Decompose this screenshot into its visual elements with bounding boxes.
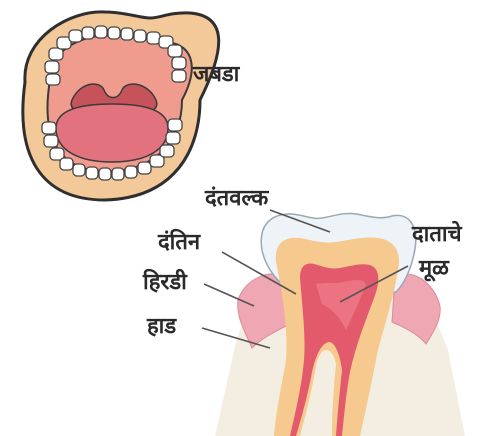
open-mouth-illustration <box>23 12 219 200</box>
label-dentin: दंतिन <box>158 232 200 254</box>
label-jaw: जबडा <box>193 64 239 86</box>
tongue <box>56 104 168 162</box>
label-enamel: दंतवल्क <box>205 188 268 210</box>
label-root-line1: दाताचे <box>412 224 462 246</box>
label-bone: हाड <box>147 316 176 338</box>
label-gum: हिरडी <box>143 272 187 294</box>
label-root-line2: मूळ <box>419 258 449 280</box>
